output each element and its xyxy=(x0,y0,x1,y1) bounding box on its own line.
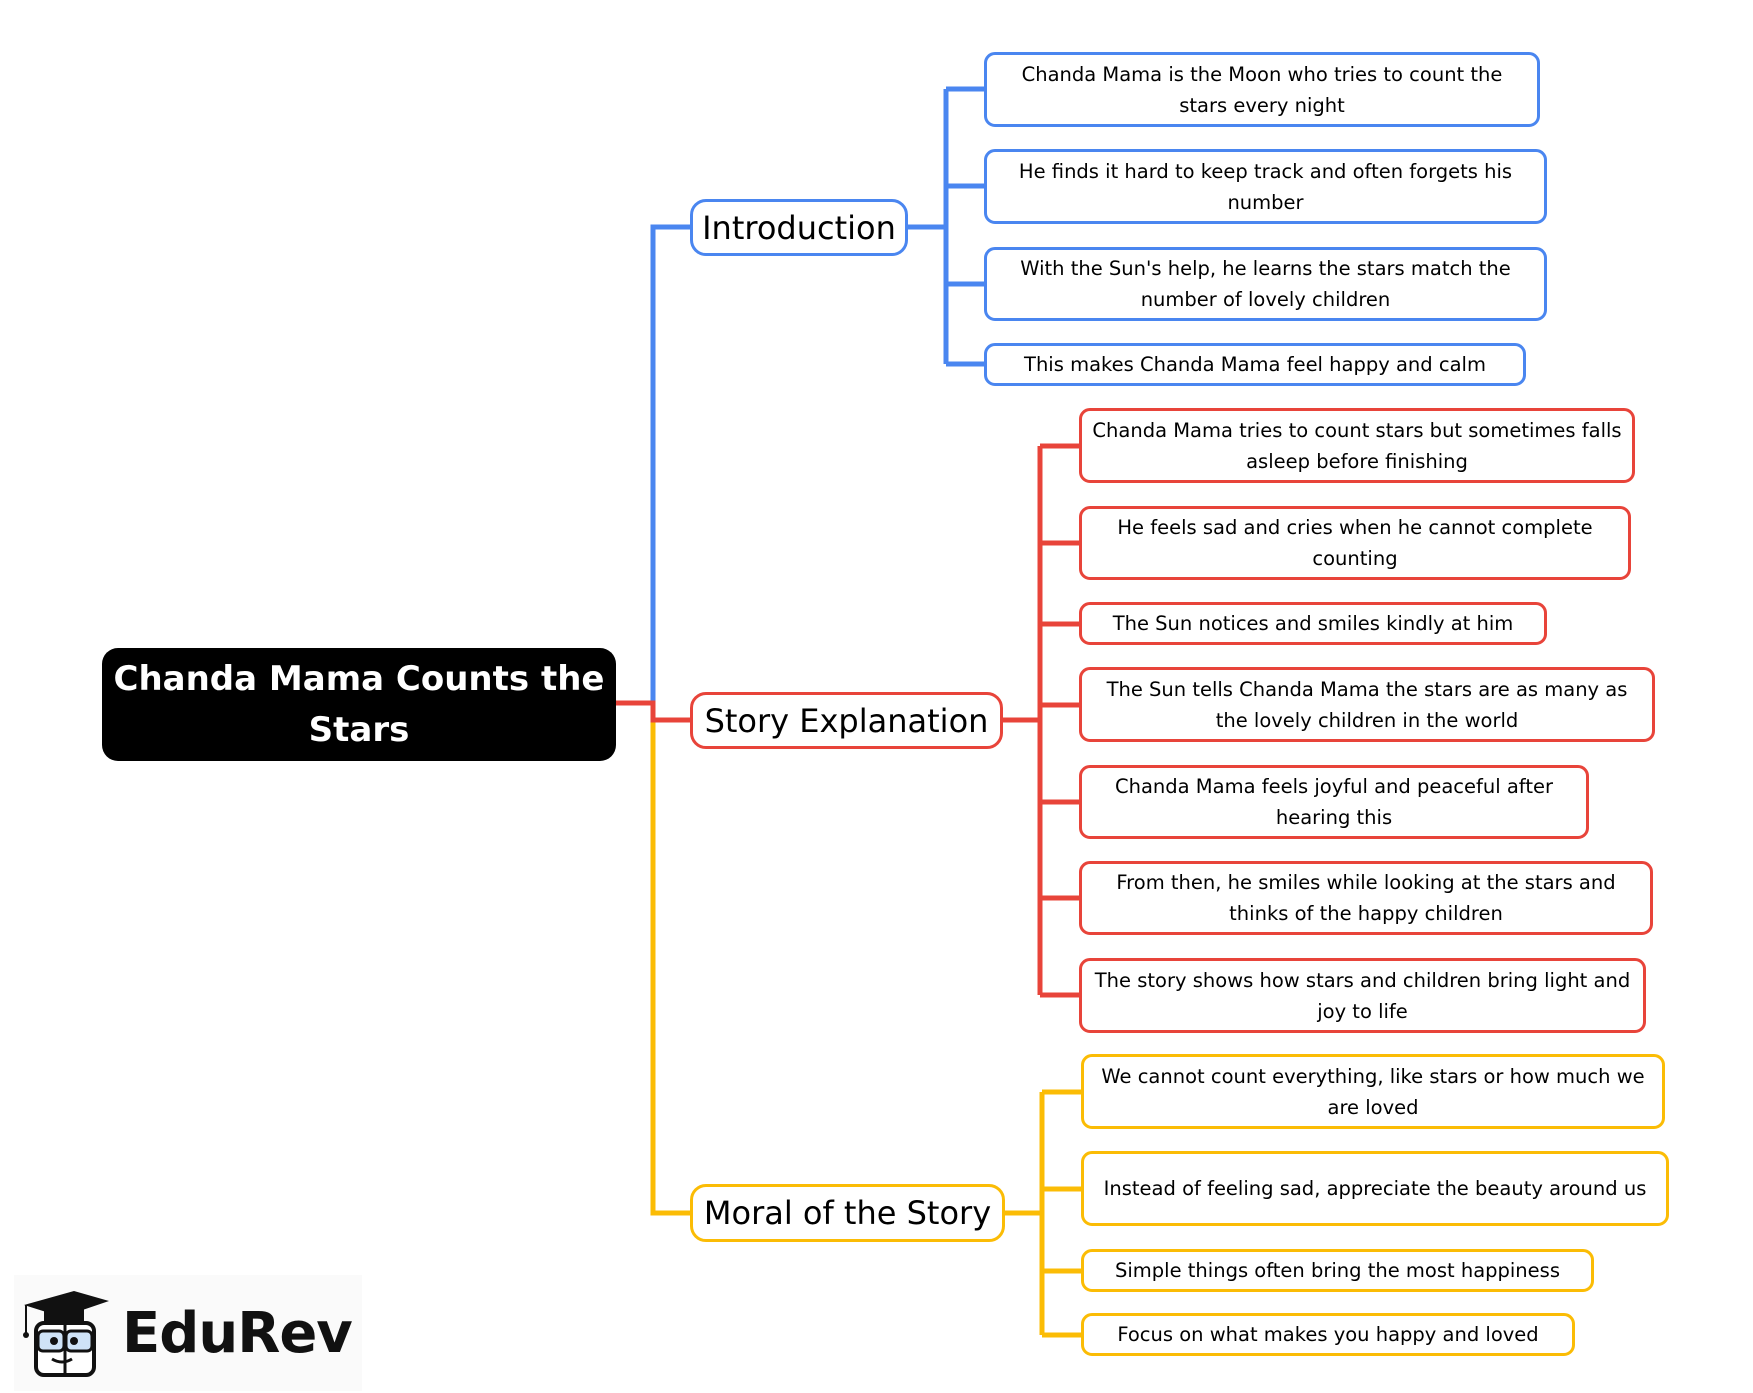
leaf-node: The story shows how stars and children b… xyxy=(1079,958,1646,1033)
leaf-text: With the Sun's help, he learns the stars… xyxy=(1020,257,1511,311)
branch-story-explanation: Story Explanation xyxy=(690,692,1003,749)
leaf-node: He finds it hard to keep track and often… xyxy=(984,149,1547,224)
leaf-text: The Sun tells Chanda Mama the stars are … xyxy=(1106,677,1628,732)
leaf-node: Simple things often bring the most happi… xyxy=(1081,1249,1594,1292)
leaf-text: Chanda Mama is the Moon who tries to cou… xyxy=(1021,62,1503,117)
leaf-text: Simple things often bring the most happi… xyxy=(1115,1259,1560,1282)
leaf-node: Focus on what makes you happy and loved xyxy=(1081,1313,1575,1356)
leaf-node: Chanda Mama is the Moon who tries to cou… xyxy=(984,52,1540,127)
leaf-text: Instead of feeling sad, appreciate the b… xyxy=(1103,1177,1647,1200)
leaf-node: The Sun notices and smiles kindly at him xyxy=(1079,602,1547,645)
leaf-text: We cannot count everything, like stars o… xyxy=(1101,1064,1645,1119)
root-title: Chanda Mama Counts the Stars xyxy=(113,658,605,750)
logo-text: EduRev xyxy=(122,1300,353,1366)
leaf-node: The Sun tells Chanda Mama the stars are … xyxy=(1079,667,1655,742)
leaf-node: He feels sad and cries when he cannot co… xyxy=(1079,506,1631,580)
branch-label: Moral of the Story xyxy=(703,1194,992,1232)
mascot-graduate-icon xyxy=(23,1291,109,1377)
leaf-node: With the Sun's help, he learns the stars… xyxy=(984,247,1547,321)
leaf-node: From then, he smiles while looking at th… xyxy=(1079,861,1653,935)
connector-story-children xyxy=(1003,443,1079,998)
connector-root-moral xyxy=(650,703,690,1216)
leaf-text: Chanda Mama feels joyful and peaceful af… xyxy=(1115,775,1553,829)
root-node: Chanda Mama Counts the Stars xyxy=(102,648,616,761)
leaf-text: From then, he smiles while looking at th… xyxy=(1116,871,1616,925)
leaf-node: We cannot count everything, like stars o… xyxy=(1081,1054,1665,1129)
connector-moral-children xyxy=(1005,1089,1081,1338)
connector-root-introduction xyxy=(650,224,690,703)
connector-root-story xyxy=(616,700,690,723)
leaf-node: Instead of feeling sad, appreciate the b… xyxy=(1081,1151,1669,1226)
leaf-node: Chanda Mama feels joyful and peaceful af… xyxy=(1079,765,1589,839)
leaf-text: The Sun notices and smiles kindly at him xyxy=(1112,612,1514,635)
edurev-logo: EduRev xyxy=(14,1275,362,1391)
branch-introduction: Introduction xyxy=(690,199,908,256)
leaf-text: Focus on what makes you happy and loved xyxy=(1117,1323,1539,1346)
branch-label: Story Explanation xyxy=(704,701,989,740)
leaf-text: Chanda Mama tries to count stars but som… xyxy=(1092,418,1622,473)
branch-label: Introduction xyxy=(702,208,896,247)
branch-moral: Moral of the Story xyxy=(690,1184,1005,1242)
leaf-node: This makes Chanda Mama feel happy and ca… xyxy=(984,343,1526,386)
connector-introduction-children xyxy=(908,86,984,367)
leaf-node: Chanda Mama tries to count stars but som… xyxy=(1079,408,1635,483)
leaf-text: This makes Chanda Mama feel happy and ca… xyxy=(1024,353,1486,376)
leaf-text: The story shows how stars and children b… xyxy=(1094,968,1631,1023)
leaf-text: He finds it hard to keep track and often… xyxy=(1018,159,1513,214)
leaf-text: He feels sad and cries when he cannot co… xyxy=(1117,516,1593,570)
